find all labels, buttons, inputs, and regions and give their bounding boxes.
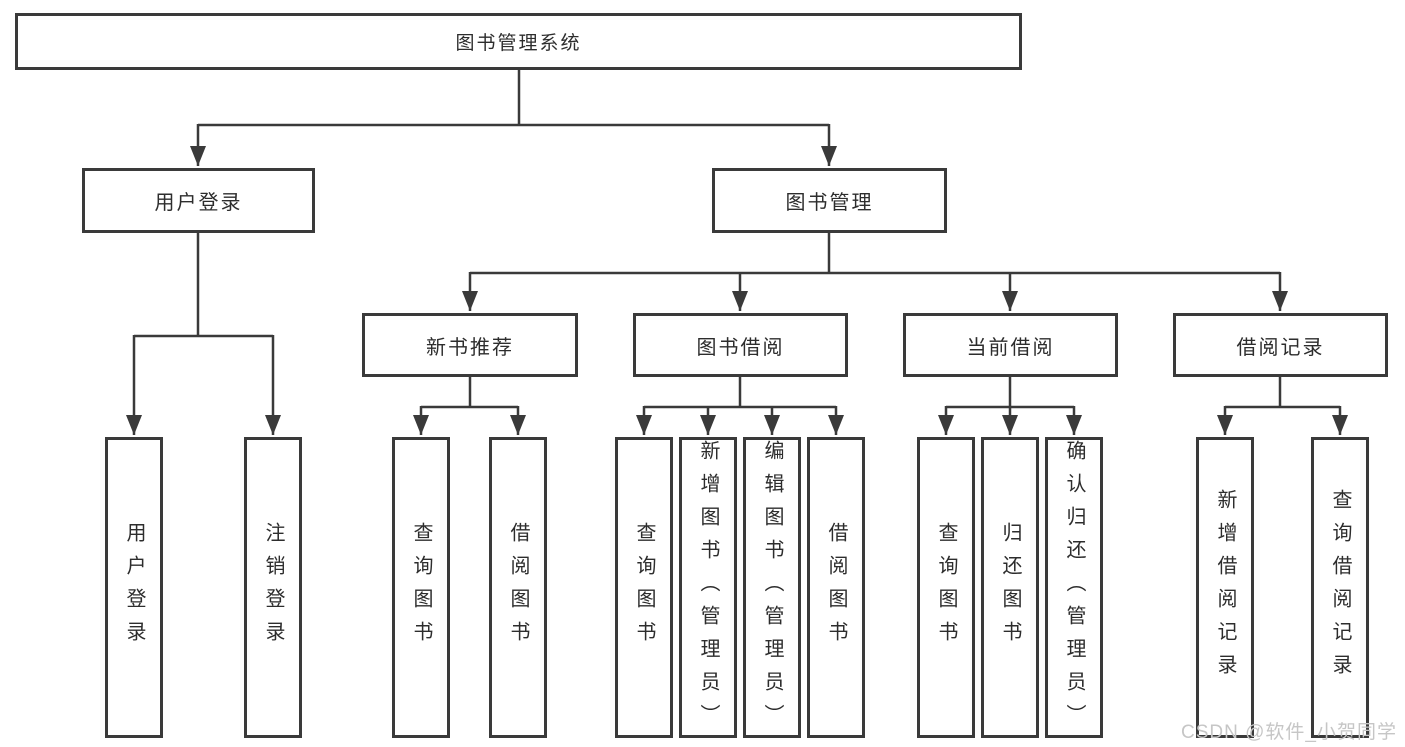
node-label: 查询图书 (633, 521, 655, 654)
leaf-logout: 注销登录 (244, 437, 302, 738)
node-label: 新增图书（管理员） (697, 440, 719, 737)
connector-new-book-recommendation (413, 377, 526, 435)
leaf-borrow-book-borrowing: 借阅图书 (807, 437, 865, 738)
node-current-borrowing: 当前借阅 (903, 313, 1118, 377)
leaf-confirm-return-admin: 确认归还（管理员） (1045, 437, 1103, 738)
node-label: 确认归还（管理员） (1063, 440, 1085, 737)
connector-current-borrowing (938, 377, 1082, 435)
node-label: 借阅记录 (1236, 336, 1325, 359)
node-label: 归还图书 (999, 521, 1021, 654)
connector-book-borrowing (636, 377, 844, 435)
leaf-edit-book-admin: 编辑图书（管理员） (743, 437, 801, 738)
node-new-book-recommendation: 新书推荐 (362, 313, 578, 377)
node-label: 编辑图书（管理员） (761, 440, 783, 737)
node-label: 用户登录 (123, 521, 145, 654)
node-label: 新书推荐 (426, 336, 514, 359)
node-label: 借阅图书 (507, 521, 529, 654)
leaf-add-book-admin: 新增图书（管理员） (679, 437, 737, 738)
leaf-query-book-recommend: 查询图书 (392, 437, 450, 738)
node-label: 图书借阅 (696, 336, 785, 359)
node-borrowing-records: 借阅记录 (1173, 313, 1388, 377)
leaf-query-borrow-record: 查询借阅记录 (1311, 437, 1369, 738)
node-label: 查询图书 (935, 521, 957, 654)
connector-root-to-level2 (190, 70, 837, 166)
connector-borrowing-records (1217, 377, 1348, 435)
node-label: 查询借阅记录 (1329, 488, 1351, 687)
node-label: 当前借阅 (966, 336, 1055, 359)
leaf-borrow-book-recommend: 借阅图书 (489, 437, 547, 738)
node-book-management: 图书管理 (712, 168, 947, 233)
node-book-borrowing: 图书借阅 (633, 313, 848, 377)
leaf-add-borrow-record: 新增借阅记录 (1196, 437, 1254, 738)
node-label: 查询图书 (410, 521, 432, 654)
node-label: 新增借阅记录 (1214, 488, 1236, 687)
leaf-query-book-borrowing: 查询图书 (615, 437, 673, 738)
node-user-login: 用户登录 (82, 168, 315, 233)
connector-user-login (126, 233, 281, 435)
leaf-query-book-current: 查询图书 (917, 437, 975, 738)
node-label: 借阅图书 (825, 521, 847, 654)
node-library-management-system: 图书管理系统 (15, 13, 1022, 70)
connector-book-management (462, 233, 1288, 311)
node-label: 用户登录 (154, 192, 243, 214)
node-label: 图书管理系统 (455, 33, 582, 54)
node-label: 图书管理 (785, 192, 874, 214)
leaf-return-book: 归还图书 (981, 437, 1039, 738)
leaf-user-login: 用户登录 (105, 437, 163, 738)
watermark: CSDN @软件_小贺同学 (1181, 722, 1397, 743)
node-label: 注销登录 (262, 521, 284, 654)
